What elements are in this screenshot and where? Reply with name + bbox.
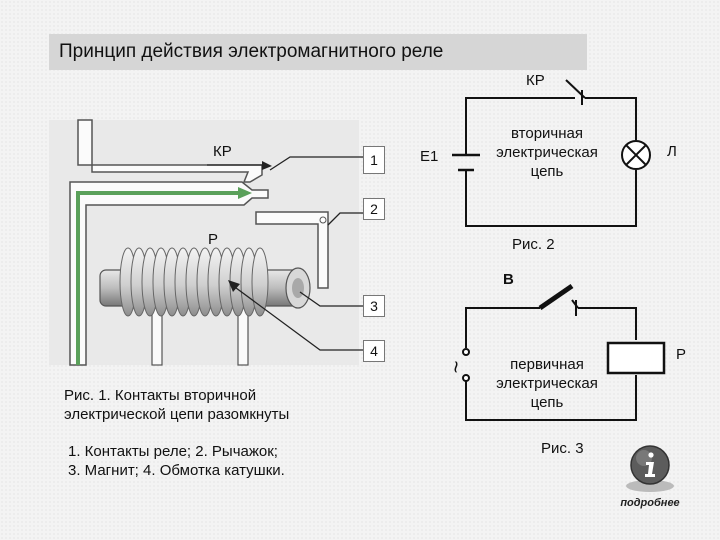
- more-info-label[interactable]: подробнее: [620, 497, 680, 509]
- relay-coil-symbol: [606, 341, 666, 375]
- figure2-caption: Рис. 2: [512, 236, 555, 253]
- callout-3: 3: [363, 295, 385, 317]
- callout-lines: [207, 156, 363, 351]
- switch-b-blade: [538, 283, 574, 311]
- callout-2: 2: [363, 198, 385, 220]
- label-e1: Е1: [420, 148, 439, 165]
- secondary-circuit: [452, 79, 651, 227]
- figure1-legend: 1. Контакты реле; 2. Рычажок; 3. Магнит;…: [68, 443, 285, 479]
- label-kr-fig1: КР: [213, 143, 232, 160]
- photo-area: [49, 119, 359, 366]
- lever: [255, 211, 329, 289]
- callout-4: 4: [363, 340, 385, 362]
- current-path-green: [76, 191, 240, 365]
- primary-circuit-label: первичная электрическая цепь: [496, 356, 598, 411]
- more-info-button[interactable]: подробнее: [600, 440, 700, 515]
- secondary-circuit-label: вторичная электрическая цепь: [496, 125, 598, 180]
- contact-strip-lower: [69, 181, 269, 366]
- label-relay: Р: [676, 346, 687, 363]
- figure1-caption: Рис. 1. Контакты вторичной электрической…: [64, 387, 290, 423]
- callout-1: 1: [363, 146, 385, 174]
- figure3-caption: Рис. 3: [541, 440, 584, 457]
- current-arrow: [238, 187, 252, 199]
- ac-source-symbol: ~: [443, 360, 469, 374]
- page-title: Принцип действия электромагнитного реле: [49, 34, 587, 70]
- label-lamp: Л: [667, 143, 677, 160]
- coil-winding: [119, 247, 269, 317]
- primary-circuit: [462, 299, 666, 421]
- label-kr-fig2: КР: [526, 72, 545, 89]
- contact-strip-upper: [77, 119, 263, 183]
- label-p-fig1: Р: [208, 231, 219, 248]
- label-b: В: [503, 271, 514, 288]
- info-icon: [626, 445, 674, 492]
- coil-turn: [251, 247, 269, 317]
